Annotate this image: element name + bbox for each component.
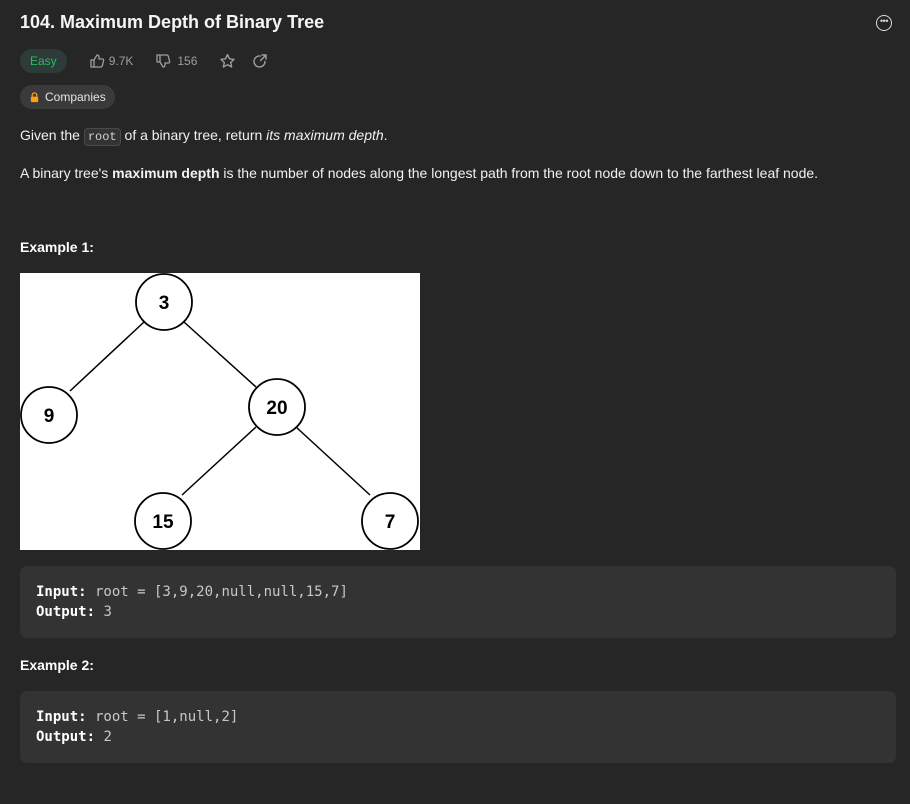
description-text: .	[383, 127, 388, 143]
description-text: Given the	[20, 127, 84, 143]
description-paragraph-1: Given the root of a binary tree, return …	[20, 127, 388, 146]
like-button[interactable]: 9.7K	[89, 53, 134, 69]
star-icon	[219, 53, 236, 70]
problem-title: 104. Maximum Depth of Binary Tree	[20, 12, 325, 32]
tree-edge	[181, 426, 257, 496]
example-1-heading: Example 1:	[20, 239, 94, 255]
inline-code-root: root	[83, 128, 121, 146]
difficulty-badge[interactable]: Easy	[20, 49, 67, 73]
example-1-tree-image: 3 9 20 15 7	[20, 273, 420, 550]
tree-node-circle	[135, 273, 193, 331]
companies-tag[interactable]: Companies	[20, 85, 115, 109]
dislike-button[interactable]: 156	[155, 53, 197, 69]
tree-node-label: 15	[152, 512, 174, 533]
example-2-output-line: Output: 2	[36, 727, 896, 747]
output-value: 3	[95, 604, 112, 620]
input-label: Input:	[36, 709, 87, 725]
input-value: root = [3,9,20,null,null,15,7]	[86, 584, 348, 600]
favorite-button[interactable]	[219, 53, 236, 70]
description-emphasis: its maximum depth	[266, 127, 384, 143]
dislike-count: 156	[177, 54, 198, 68]
tree-node-circle	[20, 386, 78, 444]
tree-node-label: 20	[266, 398, 287, 419]
more-options-button[interactable]: •••	[876, 15, 892, 31]
tree-node-circle	[361, 492, 419, 550]
tree-edge	[183, 321, 257, 388]
tree-edge	[69, 321, 145, 392]
more-options-icon: •••	[880, 15, 888, 26]
output-value: 2	[95, 729, 112, 745]
tree-edge	[295, 426, 371, 496]
output-label: Output:	[36, 729, 96, 745]
input-label: Input:	[36, 584, 87, 600]
lock-icon	[29, 91, 40, 103]
tree-node-circle	[248, 378, 306, 436]
example-1-code-block: Input: root = [3,9,20,null,null,15,7] Ou…	[20, 566, 896, 638]
share-button[interactable]	[252, 53, 268, 69]
description-text: is the number of nodes along the longest…	[219, 165, 819, 181]
example-2-heading: Example 2:	[20, 657, 94, 673]
share-icon	[252, 53, 268, 69]
like-count: 9.7K	[108, 54, 134, 68]
tree-node-label: 7	[385, 512, 396, 533]
tree-node-label: 9	[44, 406, 55, 427]
tree-node-circle	[134, 492, 192, 550]
output-label: Output:	[36, 604, 96, 620]
description-bold: maximum depth	[112, 165, 220, 181]
description-text: A binary tree's	[20, 165, 113, 181]
companies-label: Companies	[45, 90, 106, 104]
description-paragraph-2: A binary tree's maximum depth is the num…	[20, 165, 818, 181]
thumbs-up-icon	[89, 53, 105, 69]
problem-meta-row: Easy 9.7K 156	[20, 49, 268, 73]
description-text: of a binary tree, return	[120, 127, 267, 143]
tree-node-label: 3	[159, 293, 170, 314]
example-2-input-line: Input: root = [1,null,2]	[36, 707, 896, 727]
example-1-output-line: Output: 3	[36, 602, 896, 622]
input-value: root = [1,null,2]	[86, 709, 239, 725]
thumbs-down-icon	[155, 53, 171, 69]
example-1-input-line: Input: root = [3,9,20,null,null,15,7]	[36, 582, 896, 602]
example-2-code-block: Input: root = [1,null,2] Output: 2	[20, 691, 896, 763]
